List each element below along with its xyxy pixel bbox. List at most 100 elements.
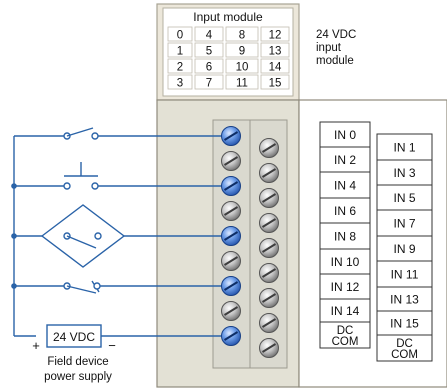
limit-switch-actuator bbox=[40, 204, 126, 268]
input-label-right-text: IN 3 bbox=[393, 166, 415, 180]
module-grid-cell bbox=[260, 74, 290, 90]
input-label-right-text: IN 13 bbox=[390, 293, 419, 307]
input-label-right-text: IN 5 bbox=[393, 191, 415, 205]
input-label-right-text: COM bbox=[391, 349, 418, 361]
wired-terminal-screw bbox=[221, 276, 241, 296]
input-label-left bbox=[319, 197, 371, 224]
input-label-left-text: IN 10 bbox=[331, 255, 360, 269]
module-description-line-2: input bbox=[316, 42, 342, 54]
switch-blade bbox=[66, 285, 97, 294]
input-label-right bbox=[376, 235, 433, 262]
input-label-right bbox=[376, 209, 433, 237]
input-label-right bbox=[376, 184, 433, 211]
module-grid-number: 5 bbox=[206, 46, 212, 58]
switch-contact bbox=[93, 282, 101, 290]
input-label-left bbox=[319, 273, 371, 300]
module-grid-number: 2 bbox=[177, 62, 183, 74]
module-grid-cell bbox=[260, 58, 290, 74]
wired-terminal-screw bbox=[221, 176, 241, 196]
module-grid-number: 7 bbox=[206, 78, 212, 90]
input-label-right bbox=[376, 334, 433, 362]
input-label-right bbox=[376, 310, 433, 336]
field-wiring bbox=[11, 127, 221, 337]
input-label-left-text: IN 14 bbox=[331, 304, 360, 318]
terminal-screw bbox=[259, 138, 279, 158]
terminal-screw bbox=[259, 338, 279, 358]
input-label-left-text: IN 12 bbox=[331, 280, 360, 294]
input-label-right bbox=[376, 133, 433, 161]
module-grid-cell bbox=[194, 58, 224, 74]
input-label-left bbox=[319, 171, 371, 199]
module-grid-number: 15 bbox=[269, 78, 282, 90]
module-description-line-1: 24 VDC bbox=[316, 29, 356, 41]
input-label-right-text: IN 9 bbox=[393, 242, 415, 256]
module-grid-cell bbox=[167, 42, 193, 58]
module-grid-cell bbox=[225, 58, 259, 74]
input-label-right-text: DC bbox=[396, 338, 413, 350]
switch-contact bbox=[91, 182, 99, 190]
power-supply-plus: + bbox=[32, 338, 40, 353]
module-grid-number: 0 bbox=[177, 30, 183, 42]
input-label-left bbox=[319, 248, 371, 275]
input-label-left-text: IN 4 bbox=[334, 179, 356, 193]
module-grid-cell bbox=[225, 42, 259, 58]
terminal-screw bbox=[259, 288, 279, 308]
module-grid-cell bbox=[167, 26, 193, 42]
terminal-screw bbox=[221, 201, 241, 221]
module-description: 24 VDC input module bbox=[316, 29, 356, 67]
switch-blade bbox=[66, 235, 97, 249]
terminal-screw bbox=[221, 251, 241, 271]
module-grid-cell bbox=[260, 26, 290, 42]
module-grid-number: 1 bbox=[177, 46, 183, 58]
module-grid-number: 9 bbox=[239, 46, 245, 58]
terminal-screw bbox=[221, 301, 241, 321]
switch-contact bbox=[91, 132, 99, 140]
switch-blade bbox=[66, 127, 94, 137]
input-label-left-text: IN 6 bbox=[334, 204, 356, 218]
input-label-left-text: IN 2 bbox=[334, 153, 356, 167]
input-label-left-text: COM bbox=[332, 336, 359, 348]
module-grid-number: 13 bbox=[269, 46, 282, 58]
power-supply-box bbox=[46, 324, 102, 348]
terminal-screw bbox=[221, 151, 241, 171]
module-grid-cell bbox=[194, 74, 224, 90]
module-grid-cell bbox=[194, 26, 224, 42]
wired-terminal-screw bbox=[221, 226, 241, 246]
input-label-left-text: DC bbox=[337, 325, 354, 337]
module-header-title: Input module bbox=[193, 10, 263, 24]
terminal-screws bbox=[221, 126, 279, 358]
terminal-screw bbox=[259, 188, 279, 208]
module-grid-cell bbox=[167, 74, 193, 90]
module-grid-cell bbox=[225, 74, 259, 90]
terminal-screw bbox=[259, 163, 279, 183]
wired-terminal-screw bbox=[221, 126, 241, 146]
module-grid-number: 12 bbox=[269, 30, 282, 42]
input-label-right bbox=[376, 286, 433, 312]
switch-contact bbox=[94, 232, 102, 240]
input-label-left bbox=[319, 321, 371, 349]
wired-terminal-screw bbox=[221, 326, 241, 346]
module-grid-number: 4 bbox=[206, 30, 213, 42]
module-grid-cell bbox=[194, 42, 224, 58]
power-supply-caption-2: power supply bbox=[44, 371, 112, 383]
module-grid-number: 8 bbox=[239, 30, 245, 42]
input-label-right bbox=[376, 159, 433, 186]
input-label-left bbox=[319, 222, 371, 250]
input-label-left-text: IN 8 bbox=[334, 230, 356, 244]
input-label-right bbox=[376, 260, 433, 288]
input-label-right-text: IN 1 bbox=[393, 141, 415, 155]
module-grid-number: 11 bbox=[236, 78, 248, 90]
terminal-screw bbox=[259, 213, 279, 233]
terminal-screw bbox=[259, 313, 279, 333]
module-grid-cell bbox=[260, 42, 290, 58]
module-grid-number: 14 bbox=[269, 62, 282, 74]
power-supply-voltage: 24 VDC bbox=[53, 330, 95, 344]
input-label-right-text: IN 15 bbox=[390, 317, 419, 331]
module-grid-cell bbox=[167, 58, 193, 74]
power-supply-minus: − bbox=[108, 338, 116, 353]
